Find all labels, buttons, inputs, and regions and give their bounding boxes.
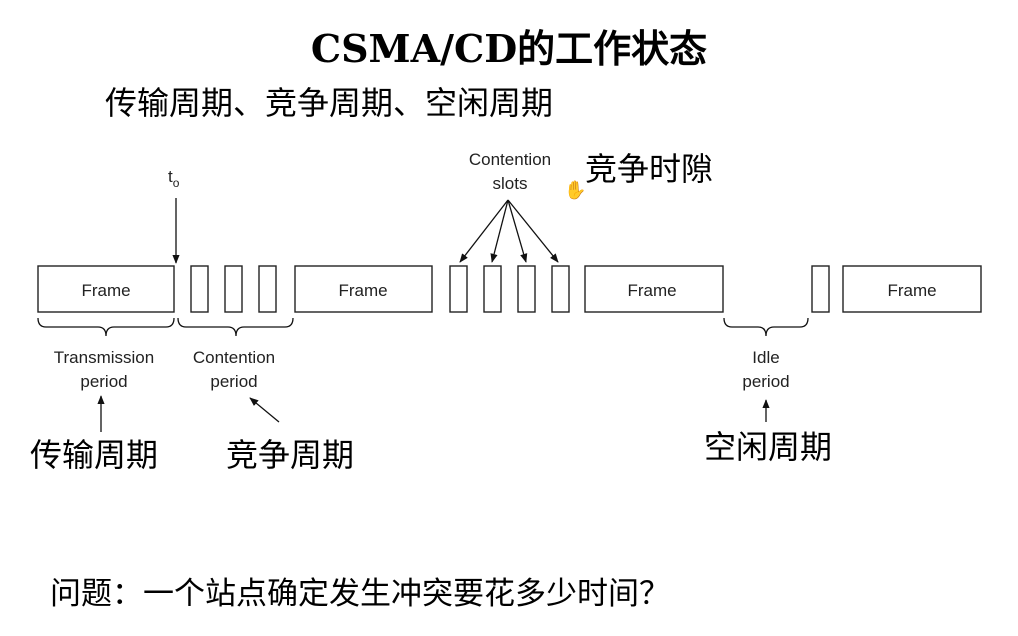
slot-arrow (459, 199, 509, 263)
idle-period-brace (723, 317, 809, 337)
transmission-period-label-line1: Transmission (54, 348, 154, 367)
t0-label: to (168, 167, 180, 190)
contention-slot (483, 265, 502, 313)
contention-slot (551, 265, 570, 313)
contention-slot (224, 265, 243, 313)
contention-period-cn-label: 竞争周期 (226, 436, 354, 474)
contention-period-brace (177, 317, 294, 337)
page-title: CSMA/CD的工作状态 (310, 26, 708, 71)
contention-slot (258, 265, 277, 313)
contention-period-label-line2: period (210, 372, 257, 391)
contention-period-label-line1: Contention (193, 348, 275, 367)
slot-arrow (490, 199, 509, 263)
idle-period-label-line2: period (742, 372, 789, 391)
question-text: 问题：一个站点确定发生冲突要花多少时间？ (50, 576, 670, 612)
contention-cn-arrow (249, 397, 280, 423)
contention-slots-label-line1: Contention (469, 150, 551, 169)
frame-label-2: Frame (338, 281, 387, 300)
transmission-period-cn-label: 传输周期 (30, 436, 158, 474)
idle-period-cn-label: 空闲周期 (704, 428, 832, 466)
contention-slot (190, 265, 209, 313)
transmission-period-label-line2: period (80, 372, 127, 391)
frame-label-3: Frame (627, 281, 676, 300)
contention-slot (811, 265, 830, 313)
hand-cursor-icon: ✋ (564, 179, 586, 201)
frame-box-2 (294, 265, 433, 313)
frame-box-4 (842, 265, 982, 313)
idle-period-label-line1: Idle (752, 348, 779, 367)
contention-slots-cn-label: 竞争时隙 (585, 150, 713, 188)
contention-slot (449, 265, 468, 313)
page-subtitle: 传输周期、竞争周期、空闲周期 (105, 84, 554, 122)
slot-arrow (507, 199, 559, 263)
frame-box-3 (584, 265, 724, 313)
transmission-period-brace (37, 317, 175, 337)
slot-arrow (507, 199, 528, 263)
frame-label-1: Frame (81, 281, 130, 300)
frame-box-1 (37, 265, 175, 313)
contention-slot (517, 265, 536, 313)
frame-label-4: Frame (887, 281, 936, 300)
contention-slots-label-line2: slots (493, 174, 528, 193)
